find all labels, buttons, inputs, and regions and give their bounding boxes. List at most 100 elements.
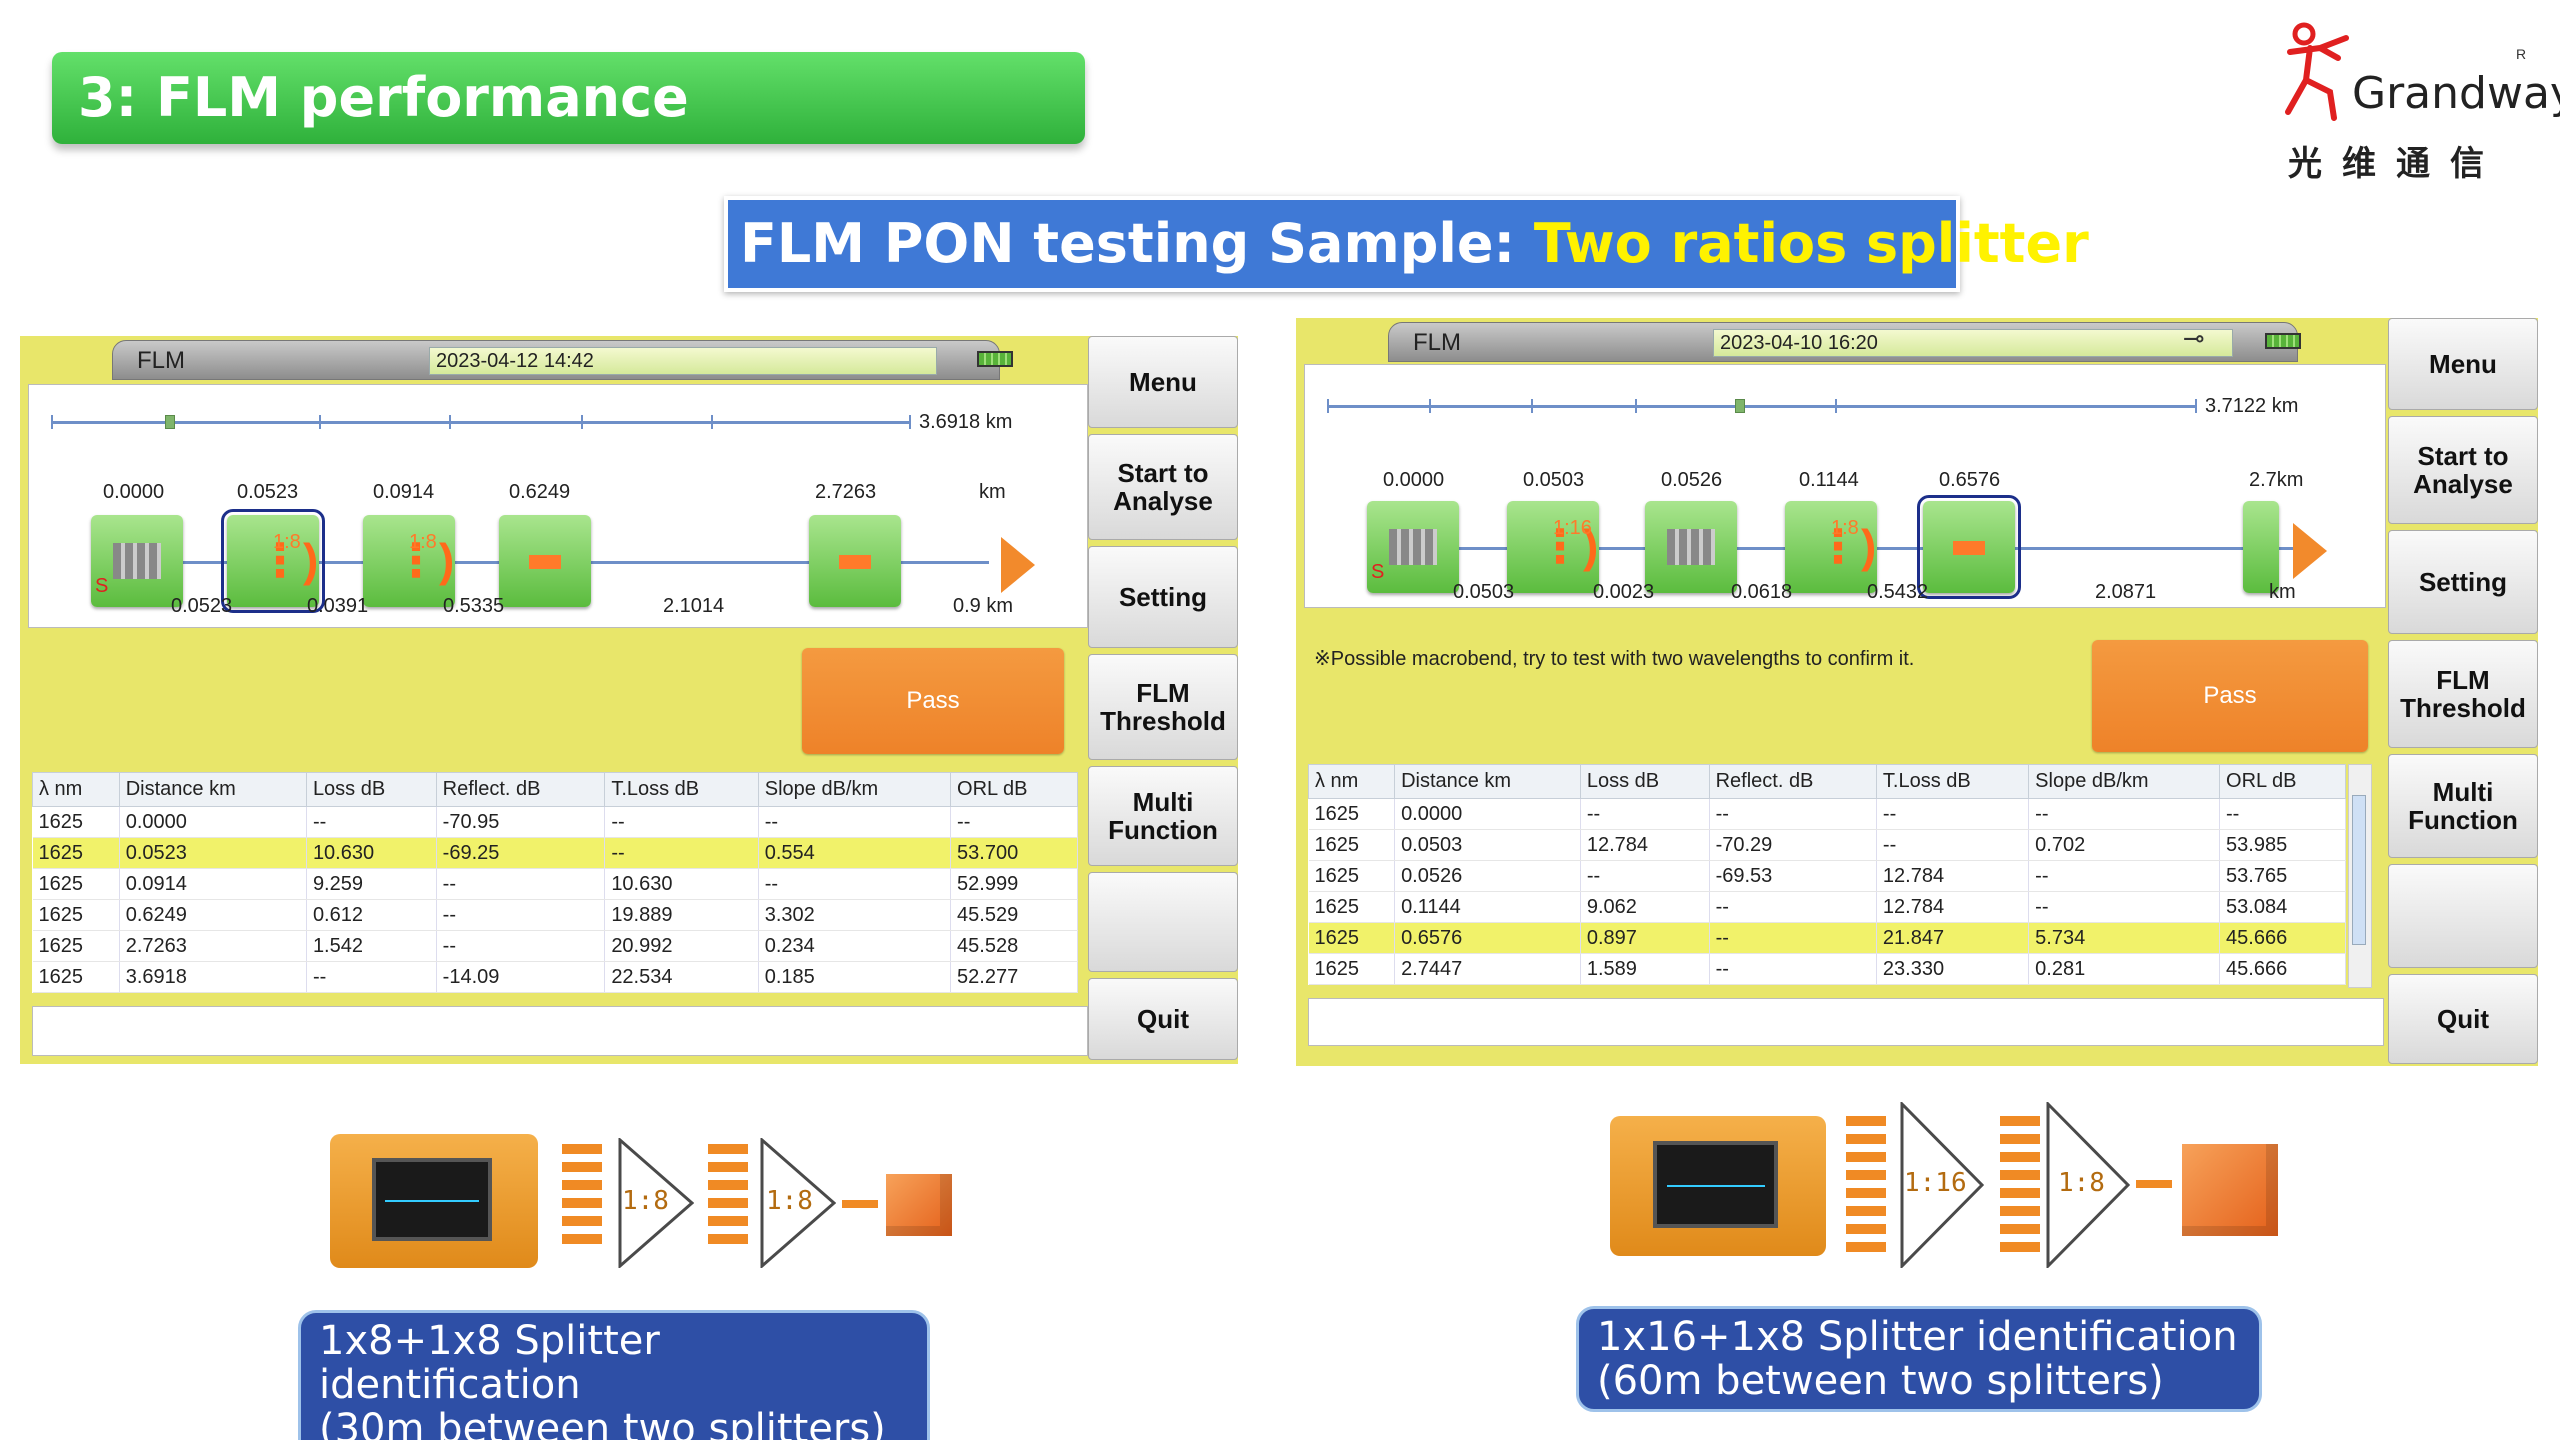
event-position: 0.0503 <box>1523 469 1585 491</box>
column-header[interactable]: Loss dB <box>305 772 437 807</box>
table-cell: -14.09 <box>436 961 606 993</box>
column-header[interactable]: ORL dB <box>950 772 1078 807</box>
left-event-map[interactable]: 3.6918 km 0.0000 0.0523 0.0914 0.6249 2.… <box>28 384 1088 628</box>
menu-button[interactable]: Menu <box>2388 318 2538 410</box>
event-connector[interactable] <box>1645 501 1737 593</box>
splitter-icon: ⋮) <box>1815 520 1877 572</box>
table-cell: -- <box>950 806 1078 838</box>
event-splitter-2[interactable]: ⋮)1:8 <box>1785 501 1877 593</box>
event-splitter-1[interactable]: ⋮)1:8 <box>221 509 325 613</box>
start-analyse-button[interactable]: Start to Analyse <box>1088 434 1238 540</box>
event-splitter-2[interactable]: ⋮)1:8 <box>363 515 455 607</box>
column-header[interactable]: λ nm <box>32 772 120 807</box>
event-loss[interactable] <box>809 515 901 607</box>
position-cursor[interactable] <box>1735 399 1745 413</box>
column-header[interactable]: ORL dB <box>2219 764 2346 799</box>
column-header[interactable]: Slope dB/km <box>757 772 952 807</box>
flm-threshold-button[interactable]: FLM Threshold <box>2388 640 2538 748</box>
otdr-device-icon <box>1610 1116 1826 1256</box>
column-header[interactable]: T.Loss dB <box>1875 764 2030 799</box>
table-cell: -- <box>1709 922 1877 954</box>
event-start[interactable]: S <box>1367 501 1459 593</box>
table-cell: 1625 <box>1308 860 1396 892</box>
span-length: 0.5432 <box>1867 581 1929 603</box>
flm-threshold-button[interactable]: FLM Threshold <box>1088 654 1238 760</box>
right-datetime: 2023-04-10 16:20 <box>1713 329 2233 357</box>
table-cell: 0.0000 <box>1394 798 1581 830</box>
event-splitter-1[interactable]: ⋮)1:16 <box>1507 501 1599 593</box>
right-titlebar: FLM 2023-04-10 16:20 ⊸ <box>1388 322 2301 362</box>
table-scrollbar[interactable] <box>2348 764 2372 988</box>
multi-function-button[interactable]: Multi Function <box>2388 754 2538 858</box>
right-pass-button[interactable]: Pass <box>2092 640 2368 752</box>
table-cell: 53.084 <box>2219 891 2346 923</box>
right-event-map[interactable]: 3.7122 km 0.0000 0.0503 0.0526 0.1144 0.… <box>1304 364 2386 608</box>
event-position: 0.6249 <box>509 481 571 503</box>
table-cell: 0.234 <box>758 930 952 962</box>
event-start[interactable]: S <box>91 515 183 607</box>
position-cursor[interactable] <box>165 415 175 429</box>
splitter-icon: ⋮) <box>1537 520 1599 572</box>
table-cell: 1625 <box>1308 891 1396 923</box>
setting-button[interactable]: Setting <box>1088 546 1238 648</box>
table-cell: -- <box>758 806 952 838</box>
table-cell: -- <box>604 837 759 869</box>
start-analyse-button[interactable]: Start to Analyse <box>2388 416 2538 524</box>
table-cell: 0.0526 <box>1394 860 1581 892</box>
blank-button[interactable] <box>2388 864 2538 968</box>
column-header[interactable]: Reflect. dB <box>1708 764 1877 799</box>
olt-box-icon <box>886 1174 952 1236</box>
setting-button[interactable]: Setting <box>2388 530 2538 634</box>
event-loss[interactable] <box>499 515 591 607</box>
right-app-name: FLM <box>1413 329 1461 356</box>
splitter-ratio: 1:8 <box>409 531 437 553</box>
subtitle-main: FLM PON testing Sample: <box>740 212 1534 275</box>
quit-button[interactable]: Quit <box>1088 978 1238 1060</box>
table-cell: 45.666 <box>2219 953 2346 985</box>
event-end[interactable] <box>2243 501 2279 593</box>
event-loss[interactable] <box>1917 495 2021 599</box>
table-cell: -- <box>436 899 606 931</box>
multi-function-button[interactable]: Multi Function <box>1088 766 1238 866</box>
column-header[interactable]: λ nm <box>1307 764 1396 799</box>
plug-icon: ⊸ <box>2183 323 2205 353</box>
fiber-bundle-icon <box>1846 1116 1886 1260</box>
table-cell: 1625 <box>1308 798 1396 830</box>
table-cell: -- <box>436 930 606 962</box>
menu-button[interactable]: Menu <box>1088 336 1238 428</box>
column-header[interactable]: Slope dB/km <box>2028 764 2221 799</box>
left-caption-line2: (30m between two splitters) <box>319 1406 886 1440</box>
column-header[interactable]: T.Loss dB <box>604 772 759 807</box>
table-cell: -- <box>1580 860 1710 892</box>
scrollbar-thumb[interactable] <box>2352 795 2366 945</box>
table-cell: 10.630 <box>306 837 437 869</box>
column-header[interactable]: Distance km <box>118 772 307 807</box>
table-cell: 1625 <box>1308 953 1396 985</box>
quit-button[interactable]: Quit <box>2388 974 2538 1064</box>
left-pass-button[interactable]: Pass <box>802 648 1064 754</box>
column-header[interactable]: Reflect. dB <box>435 772 606 807</box>
blank-button[interactable] <box>1088 872 1238 972</box>
span-unit: km <box>2269 581 2296 603</box>
table-cell: -- <box>1580 798 1710 830</box>
column-header[interactable]: Loss dB <box>1579 764 1710 799</box>
battery-icon <box>977 351 1013 367</box>
column-header[interactable]: Distance km <box>1394 764 1581 799</box>
table-cell: 10.630 <box>604 868 759 900</box>
table-cell: -- <box>1709 798 1877 830</box>
table-cell: 53.765 <box>2219 860 2346 892</box>
